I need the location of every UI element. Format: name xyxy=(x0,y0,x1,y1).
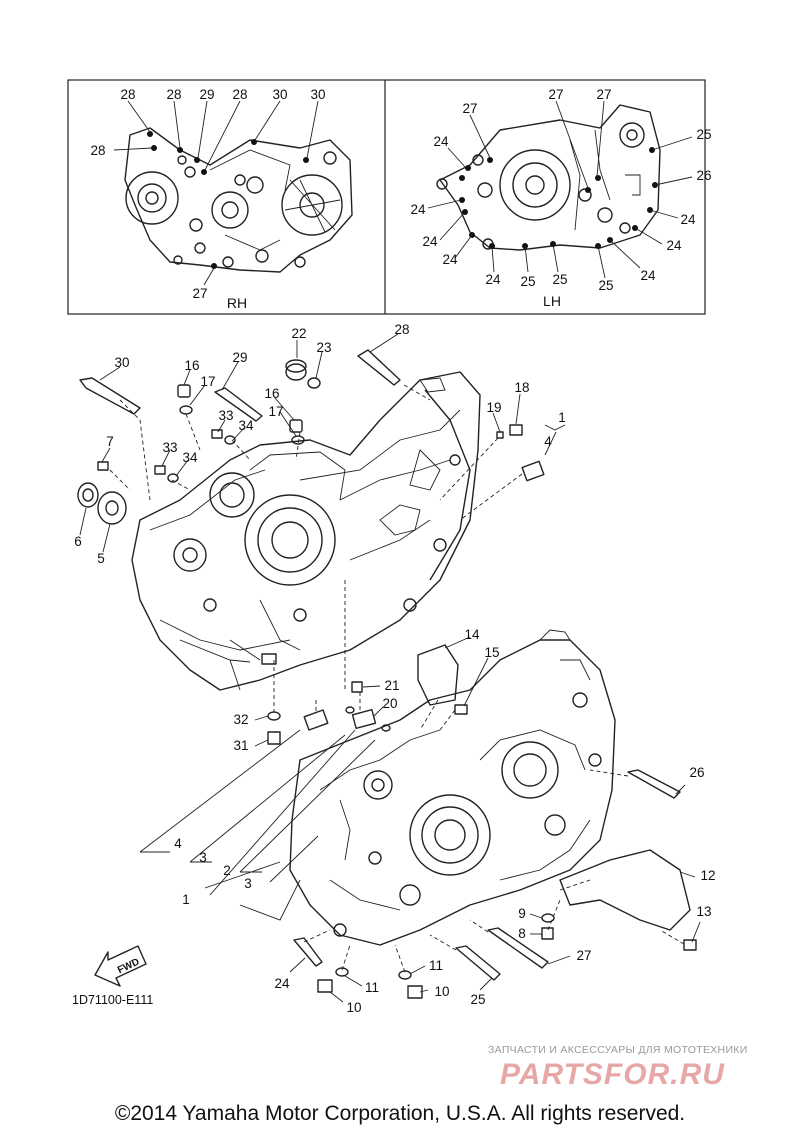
callout-label: 15 xyxy=(484,645,499,660)
fwd-arrow-icon: FWD xyxy=(94,945,147,987)
lh-callout: 27 xyxy=(548,87,563,102)
rh-callout: 28 xyxy=(120,87,135,102)
callout-label: 31 xyxy=(233,738,248,753)
callout-label: 27 xyxy=(576,948,591,963)
callout-label: 30 xyxy=(114,355,129,370)
callout-label: 34 xyxy=(238,418,254,433)
rh-callout: 27 xyxy=(192,286,207,301)
lh-callout: 25 xyxy=(598,278,613,293)
upper-crankcase-rh xyxy=(131,371,481,691)
lh-callout: 24 xyxy=(640,268,656,283)
main-callouts: 30 16 17 29 22 23 28 18 19 1 4 33 34 16 … xyxy=(74,322,715,1015)
lower-crankcase-lh xyxy=(289,629,616,946)
callout-label: 25 xyxy=(470,992,485,1007)
callout-label: 33 xyxy=(218,408,233,423)
lh-callout: 24 xyxy=(666,238,682,253)
callout-label: 20 xyxy=(382,696,397,711)
rh-callout: 30 xyxy=(272,87,287,102)
leader-lines xyxy=(79,333,701,1003)
lh-crankcase-inset: 27 27 27 25 24 26 24 24 24 24 24 24 25 2… xyxy=(410,87,711,309)
rh-callout: 28 xyxy=(166,87,181,102)
assembly-lines xyxy=(109,384,685,973)
callout-label: 3 xyxy=(199,850,207,865)
callout-label: 1 xyxy=(558,410,566,425)
lh-callout: 26 xyxy=(696,168,711,183)
rh-crankcase-inset: 28 28 29 28 30 30 28 27 RH xyxy=(90,87,353,311)
callout-label: 32 xyxy=(233,712,248,727)
callout-label: 11 xyxy=(365,980,379,995)
callout-label: 9 xyxy=(518,906,526,921)
small-parts xyxy=(77,349,697,999)
rh-inset-title: RH xyxy=(227,295,247,311)
lh-callout: 24 xyxy=(680,212,696,227)
callout-label: 29 xyxy=(232,350,247,365)
callout-label: 17 xyxy=(200,374,215,389)
callout-label: 16 xyxy=(184,358,199,373)
inset-frame xyxy=(67,79,706,315)
callout-label: 3 xyxy=(244,876,252,891)
callout-label: 4 xyxy=(544,434,552,449)
lh-callout: 27 xyxy=(596,87,611,102)
callout-label: 24 xyxy=(274,976,290,991)
rh-callout: 29 xyxy=(199,87,214,102)
rh-callout: 28 xyxy=(232,87,247,102)
lh-callout: 25 xyxy=(696,127,711,142)
rh-callout: 28 xyxy=(90,143,105,158)
callout-label: 7 xyxy=(106,434,114,449)
callout-label: 6 xyxy=(74,534,82,549)
callout-label: 10 xyxy=(346,1000,361,1015)
callout-label: 2 xyxy=(223,863,231,878)
callout-label: 34 xyxy=(182,450,198,465)
callout-label: 33 xyxy=(162,440,177,455)
diagram-code: 1D71100-E111 xyxy=(72,993,153,1007)
callout-label: 18 xyxy=(514,380,529,395)
lh-callout: 24 xyxy=(433,134,449,149)
callout-label: 13 xyxy=(696,904,711,919)
callout-label: 17 xyxy=(268,404,283,419)
callout-label: 4 xyxy=(174,836,182,851)
callout-label: 21 xyxy=(384,678,399,693)
callout-label: 10 xyxy=(434,984,449,999)
callout-label: 12 xyxy=(700,868,715,883)
rh-callout: 30 xyxy=(310,87,325,102)
callout-label: 23 xyxy=(316,340,331,355)
lh-callout: 27 xyxy=(462,101,477,116)
watermark-tagline: ЗАПЧАСТИ И АКСЕССУАРЫ ДЛЯ МОТОТЕХНИКИ xyxy=(488,1044,748,1056)
lh-callout: 24 xyxy=(410,202,426,217)
lh-callout: 24 xyxy=(442,252,458,267)
callout-label: 19 xyxy=(486,400,501,415)
callout-label: 14 xyxy=(464,627,480,642)
callout-label: 16 xyxy=(264,386,279,401)
callout-label: 5 xyxy=(97,551,105,566)
lh-callout: 24 xyxy=(422,234,438,249)
watermark-brand: PARTSFOR.RU xyxy=(500,1058,725,1091)
lh-callout: 25 xyxy=(520,274,535,289)
callout-label: 22 xyxy=(291,326,306,341)
lh-callout: 24 xyxy=(485,272,501,287)
lh-inset-title: LH xyxy=(543,293,561,309)
callout-label: 28 xyxy=(394,322,409,337)
callout-label: 11 xyxy=(429,958,443,973)
callout-label: 1 xyxy=(182,892,190,907)
callout-label: 26 xyxy=(689,765,704,780)
lh-callout: 25 xyxy=(552,272,567,287)
callout-label: 8 xyxy=(518,926,526,941)
copyright-notice: ©2014 Yamaha Motor Corporation, U.S.A. A… xyxy=(114,1102,686,1125)
